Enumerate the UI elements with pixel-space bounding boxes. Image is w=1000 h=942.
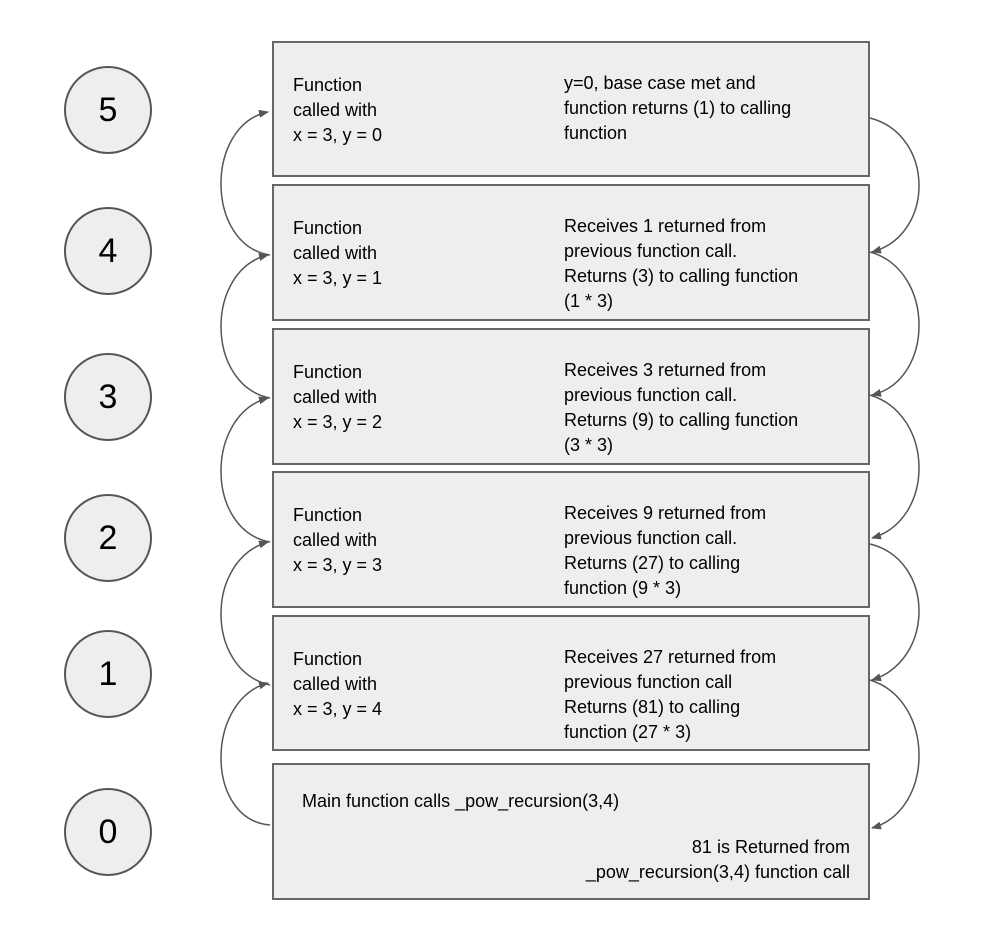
return-arrow-1-to-main — [869, 679, 920, 830]
frame-5-return-text: y=0, base case met and function returns … — [564, 73, 792, 143]
frame-level-4: Function called with x = 3, y = 1 Receiv… — [272, 184, 870, 321]
call-arrow-main-to-1 — [220, 681, 271, 826]
frame-level-1: Function called with x = 3, y = 4 Receiv… — [272, 615, 870, 751]
frame-1-call-text: Function called with x = 3, y = 4 — [293, 649, 383, 719]
frame-2-return-text: Receives 9 returned from previous functi… — [564, 503, 767, 598]
frame-4-call-text: Function called with x = 3, y = 1 — [293, 218, 383, 288]
call-arrow-1-to-2 — [220, 540, 271, 686]
return-arrow-3-to-2 — [869, 394, 920, 540]
main-call-text: Main function calls _pow_recursion(3,4) — [302, 791, 620, 811]
frame-3-call-text: Function called with x = 3, y = 2 — [293, 362, 383, 432]
level-3-circle: 3 — [64, 353, 152, 441]
call-arrow-3-to-4 — [220, 253, 271, 399]
frame-level-3: Function called with x = 3, y = 2 Receiv… — [272, 328, 870, 465]
level-5-circle: 5 — [64, 66, 152, 154]
return-arrow-4-to-3 — [869, 251, 920, 397]
call-arrow-2-to-3 — [220, 396, 271, 543]
frame-5-call-text: Function called with x = 3, y = 0 — [293, 75, 383, 145]
main-return-text: 81 is Returned from _pow_recursion(3,4) … — [585, 837, 850, 882]
frame-4-return-text: Receives 1 returned from previous functi… — [564, 216, 799, 311]
frame-level-5: Function called with x = 3, y = 0 y=0, b… — [272, 41, 870, 177]
frame-3-return-text: Receives 3 returned from previous functi… — [564, 360, 799, 455]
level-2-circle: 2 — [64, 494, 152, 582]
frame-1-return-text: Receives 27 returned from previous funct… — [564, 647, 777, 742]
frame-level-2: Function called with x = 3, y = 3 Receiv… — [272, 471, 870, 608]
call-arrow-4-to-5 — [220, 109, 271, 256]
frame-main: Main function calls _pow_recursion(3,4) … — [272, 763, 870, 900]
level-4-circle: 4 — [64, 207, 152, 295]
level-1-circle: 1 — [64, 630, 152, 718]
frame-2-call-text: Function called with x = 3, y = 3 — [293, 505, 383, 575]
level-0-circle: 0 — [64, 788, 152, 876]
return-arrow-5-to-4 — [869, 117, 920, 254]
return-arrow-2-to-1 — [869, 543, 920, 682]
